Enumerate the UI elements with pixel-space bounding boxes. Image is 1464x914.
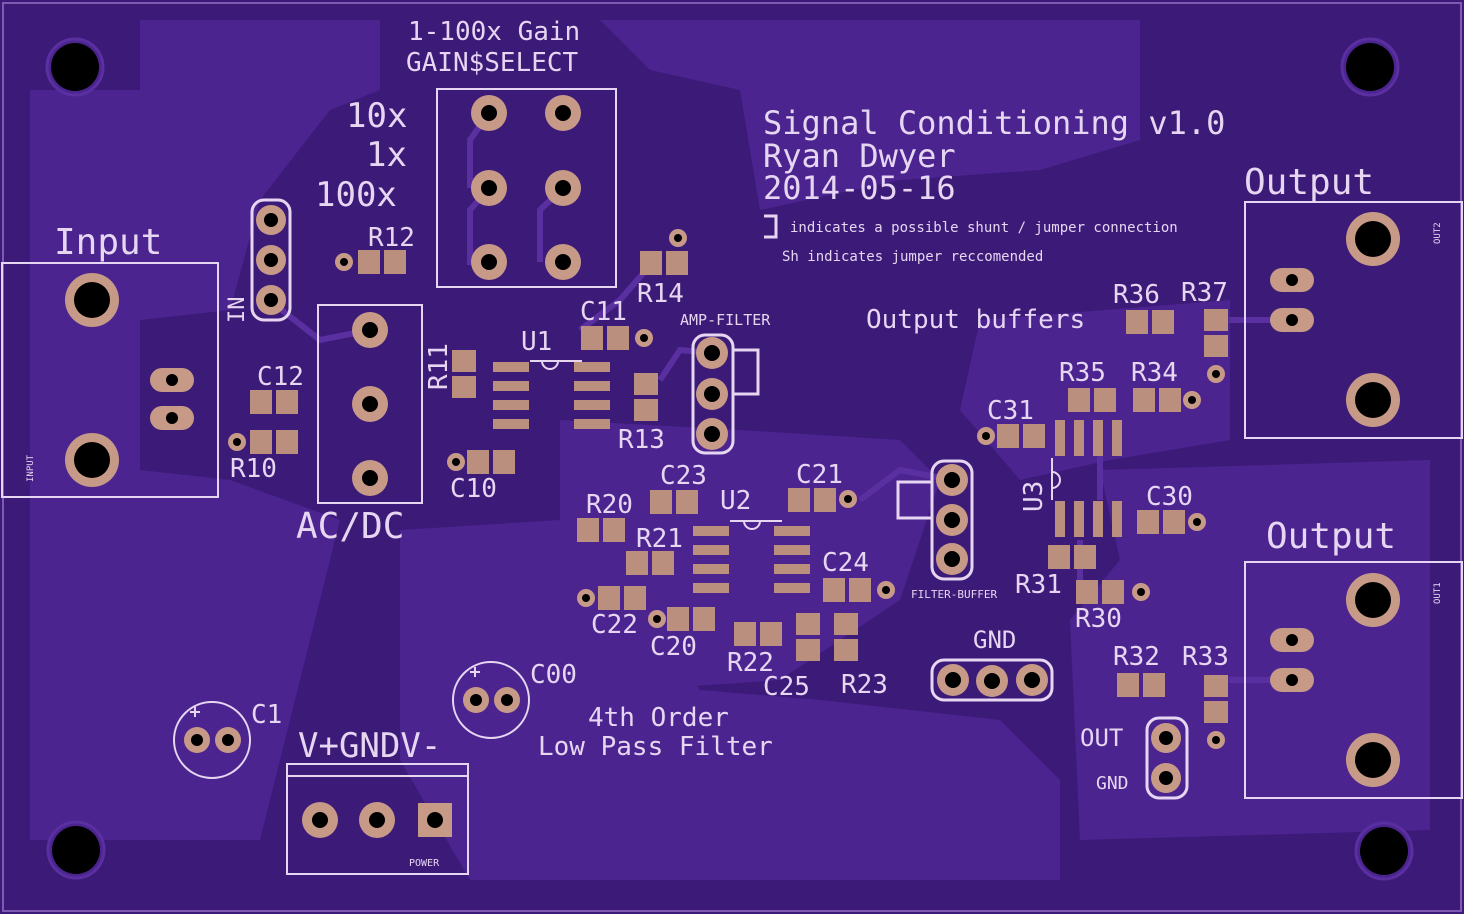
filter-label-line2: Low Pass Filter [538, 732, 773, 762]
designator-r30: R30 [1075, 604, 1122, 634]
ic-u3 [1051, 420, 1122, 537]
designator-r23: R23 [841, 670, 888, 700]
jumper-legend-icon [764, 214, 778, 239]
designator-c24: C24 [822, 548, 869, 578]
smd-pads [228, 229, 1228, 749]
power-terminal [286, 763, 469, 875]
designator-c25: C25 [763, 672, 810, 702]
designator-r11: R11 [424, 343, 454, 390]
filter-label-line1: 4th Order [588, 703, 729, 733]
output-buffers-label: Output buffers [866, 305, 1085, 335]
in-header [250, 198, 292, 322]
gain-select-header [436, 88, 617, 288]
designator-c21: C21 [796, 460, 843, 490]
amp-filter-jumper [691, 333, 760, 455]
designators: R12 R14 R11 R13 C11 U1 C12 R10 C10 C23 R… [230, 223, 1229, 730]
designator-r14: R14 [637, 279, 684, 309]
designator-u1: U1 [521, 327, 552, 357]
designator-c30: C30 [1146, 482, 1193, 512]
designator-c00: C00 [530, 660, 577, 690]
board-title: Signal Conditioning v1.0 [763, 104, 1225, 142]
designator-r10: R10 [230, 454, 277, 484]
designator-r36: R36 [1113, 280, 1160, 310]
input-connector [1, 262, 219, 498]
designator-c23: C23 [660, 461, 707, 491]
designator-u2: U2 [720, 486, 751, 516]
in-label: IN [225, 297, 250, 324]
designator-c31: C31 [987, 396, 1034, 426]
amp-filter-label: AMP-FILTER [680, 311, 771, 329]
output-bottom-label: Output [1266, 516, 1396, 557]
legend-shunt: indicates a possible shunt / jumper conn… [790, 220, 1178, 236]
board-author: Ryan Dwyer [763, 137, 956, 175]
designator-r33: R33 [1182, 642, 1229, 672]
out2-label: OUT2 [1433, 222, 1443, 244]
output-top-label: Output [1244, 162, 1374, 203]
designator-r20: R20 [586, 490, 633, 520]
designator-r32: R32 [1113, 642, 1160, 672]
out1-label: OUT1 [1433, 582, 1443, 604]
designator-r34: R34 [1131, 358, 1178, 388]
gain-100x-label: 100x [315, 175, 397, 215]
out-label: OUT [1080, 724, 1123, 752]
power-connector-label: V+GNDV- [298, 726, 441, 766]
designator-c1: C1 [251, 700, 282, 730]
designator-c20: C20 [650, 632, 697, 662]
designator-u3: U3 [1019, 481, 1049, 512]
ic-u1 [493, 360, 610, 429]
designator-r12: R12 [368, 223, 415, 253]
gnd-label: GND [973, 626, 1016, 654]
acdc-header [317, 304, 423, 504]
designator-c11: C11 [580, 297, 627, 327]
input-small-label: INPUT [26, 454, 36, 482]
cap-c1 [173, 701, 251, 779]
designator-r21: R21 [636, 524, 683, 554]
filter-buffer-label: FILTER-BUFFER [911, 588, 997, 601]
designator-r13: R13 [618, 425, 665, 455]
legend-jumper: Sh indicates jumper reccomended [782, 249, 1043, 265]
designator-c10: C10 [450, 474, 497, 504]
filter-buffer-jumper [896, 459, 974, 581]
gain-10x-label: 10x [346, 96, 407, 136]
out-gnd-header [1145, 716, 1189, 800]
gnd-header [930, 658, 1054, 702]
output-connector-bottom [1244, 561, 1463, 799]
designator-r35: R35 [1059, 358, 1106, 388]
cap-c00 [452, 661, 530, 739]
mounting-holes [45, 37, 1414, 881]
ic-u2 [693, 520, 810, 593]
designator-c12: C12 [257, 362, 304, 392]
gain-1x-label: 1x [366, 135, 407, 175]
designator-r22: R22 [727, 648, 774, 678]
input-label: Input [54, 222, 162, 263]
power-small-label: POWER [409, 858, 440, 869]
gain-title: 1-100x Gain [408, 17, 580, 47]
designator-c22: C22 [591, 610, 638, 640]
acdc-label: AC/DC [296, 506, 404, 547]
gnd2-label: GND [1096, 773, 1129, 794]
gain-select-label: GAIN$SELECT [406, 48, 579, 78]
designator-r37: R37 [1181, 278, 1228, 308]
output-connector-top [1244, 201, 1463, 439]
designator-r31: R31 [1015, 570, 1062, 600]
board-date: 2014-05-16 [763, 169, 956, 207]
